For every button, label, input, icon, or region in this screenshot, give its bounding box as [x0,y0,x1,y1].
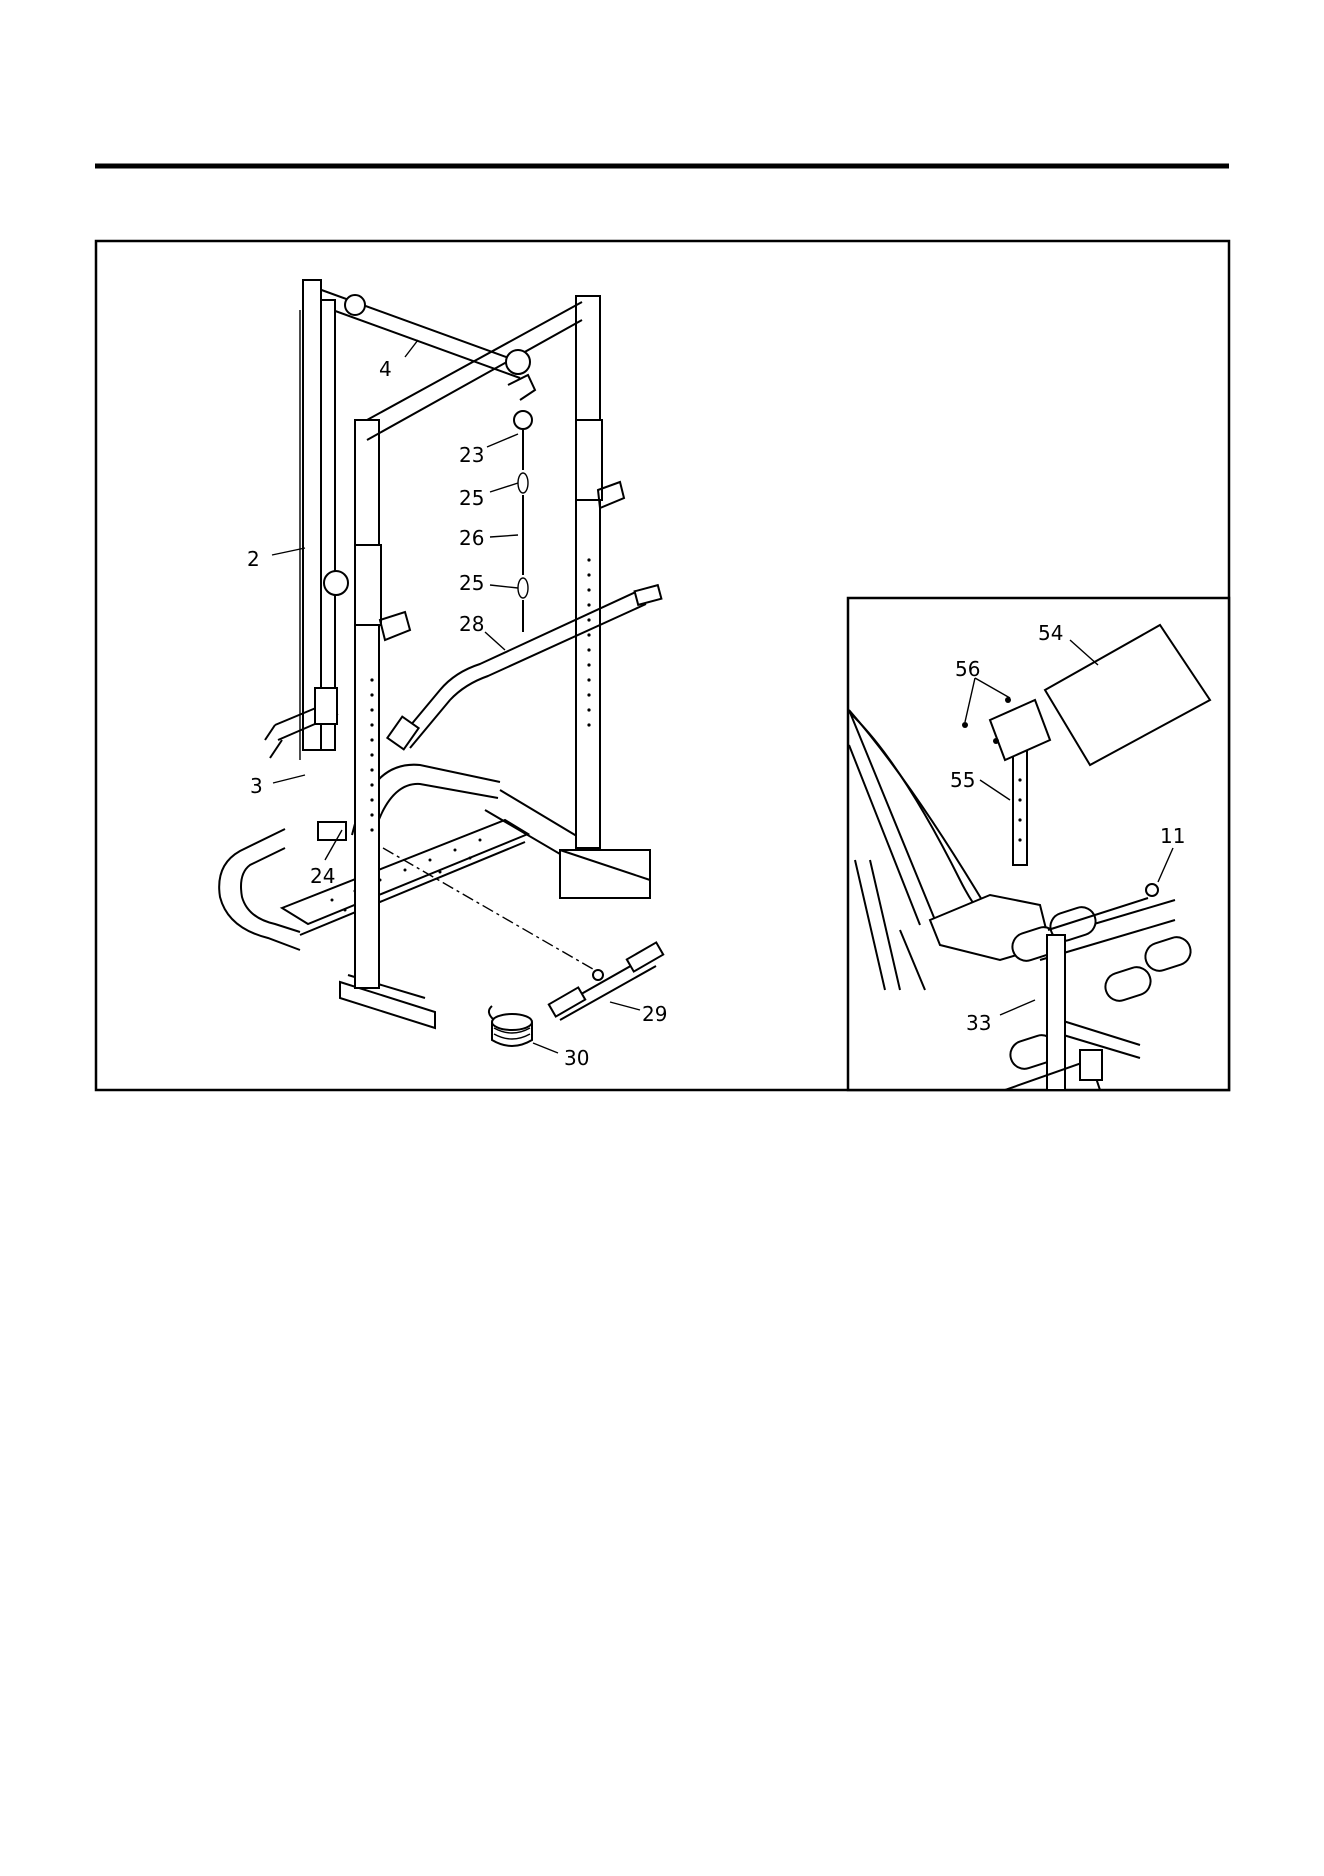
power-rack-drawing [219,280,663,1046]
base-tube [219,829,300,950]
upright-holes [370,558,590,831]
rear-right-upright [576,296,600,848]
spring-clip-30 [492,1014,532,1030]
lower-tube-33 [1047,935,1065,1090]
callout-4: 4 [379,357,392,381]
callout-3: 3 [250,774,263,798]
callout-11: 11 [1160,824,1185,848]
callout-30: 30 [564,1046,589,1070]
cable-column [321,300,335,750]
callout-26: 26 [459,526,484,550]
callout-2: 2 [247,547,260,571]
callout-25-lower: 25 [459,571,484,595]
callout-25-upper: 25 [459,486,484,510]
callout-29: 29 [642,1002,667,1026]
rear-left-upright [303,280,321,750]
callout-33: 33 [966,1011,991,1035]
top-front-crossbar [367,302,582,440]
top-side-rail [305,284,520,378]
callout-23: 23 [459,443,484,467]
callout-56: 56 [955,657,980,681]
callout-55: 55 [950,768,975,792]
callout-24: 24 [310,864,335,888]
post-55 [1013,745,1027,865]
callout-54: 54 [1038,621,1063,645]
callout-28: 28 [459,612,484,636]
front-left-upright [355,420,379,988]
